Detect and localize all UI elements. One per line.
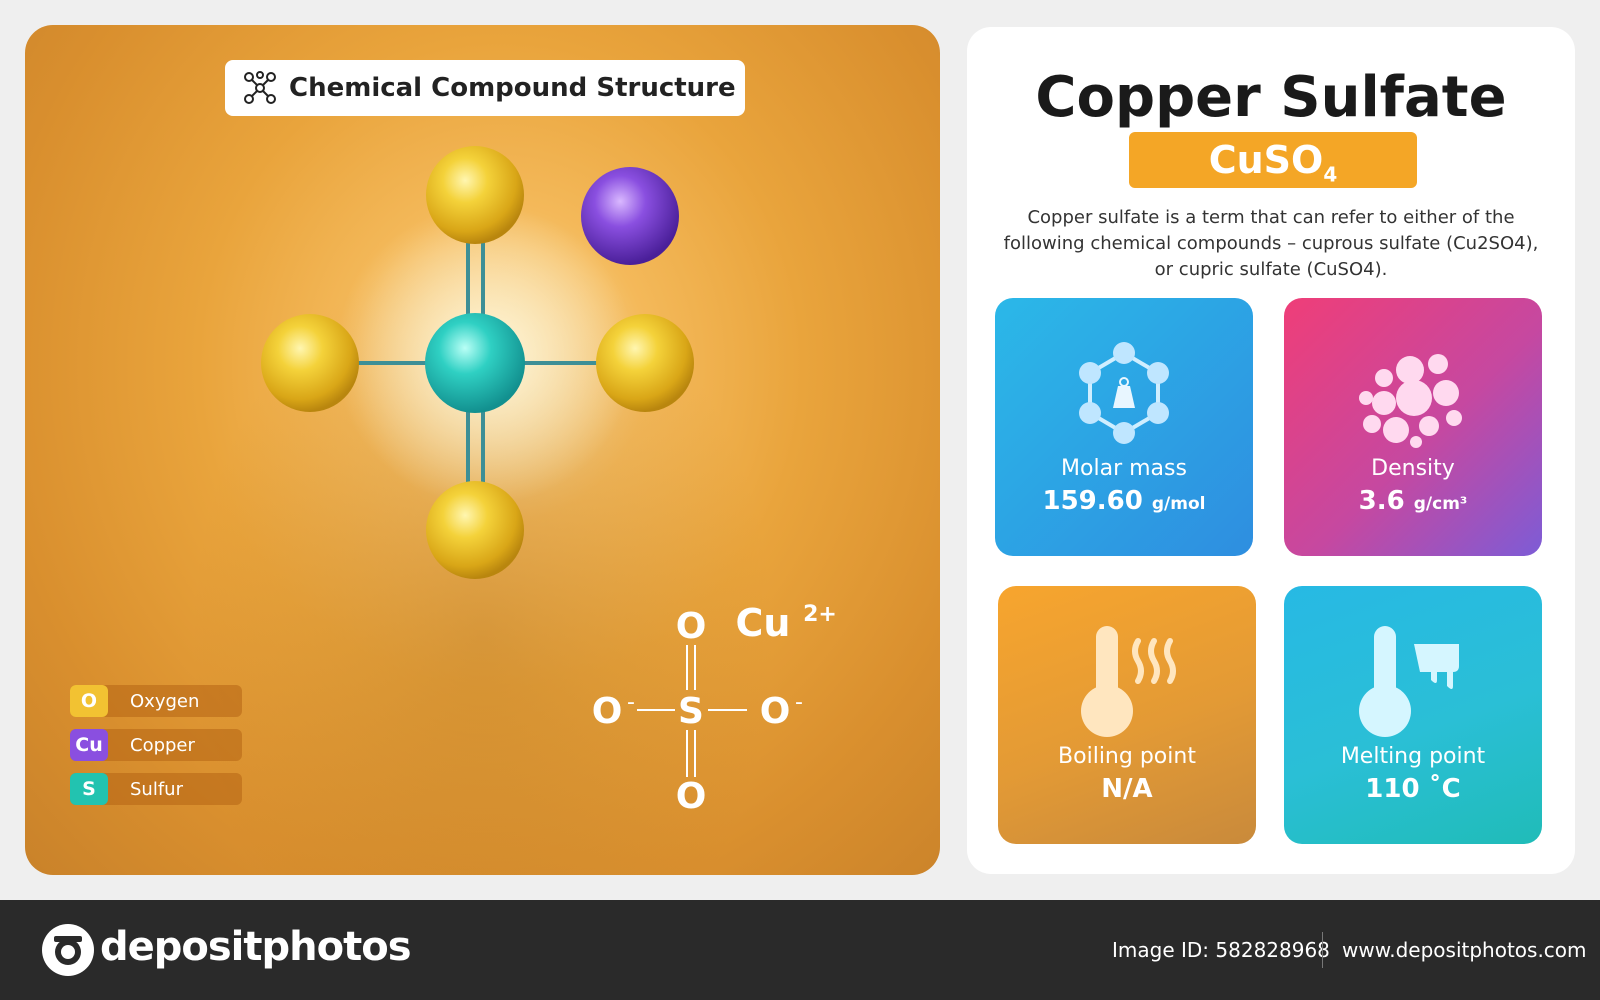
legend-item-copper: Cu Copper bbox=[70, 729, 242, 761]
legend-item-sulfur: S Sulfur bbox=[70, 773, 242, 805]
boiling-point-value: N/A bbox=[1101, 774, 1153, 804]
sulfur-atom bbox=[425, 313, 525, 413]
molar-mass-card: Molar mass 159.60 g/mol bbox=[995, 298, 1253, 556]
formula-main: CuSO bbox=[1208, 138, 1324, 182]
molecule-weight-icon bbox=[1079, 342, 1169, 444]
boiling-point-label: Boiling point bbox=[1058, 744, 1196, 769]
copper-atom bbox=[581, 167, 679, 265]
structure-header: Chemical Compound Structure bbox=[225, 60, 745, 116]
image-id: Image ID: 582828968 bbox=[1112, 938, 1330, 962]
oxygen-atom-left bbox=[261, 314, 359, 412]
formula-badge: CuSO4 bbox=[1129, 132, 1417, 188]
particles-icon bbox=[1359, 354, 1462, 448]
legend-item-oxygen: O Oxygen bbox=[70, 685, 242, 717]
molar-mass-value: 159.60 g/mol bbox=[995, 486, 1253, 516]
footer-divider bbox=[1322, 932, 1323, 968]
formula-oxygen-bottom: O bbox=[676, 776, 707, 817]
density-unit: g/cm³ bbox=[1413, 494, 1468, 514]
oxygen-atom-right bbox=[596, 314, 694, 412]
legend-symbol: S bbox=[70, 773, 108, 805]
ball-stick-model bbox=[261, 146, 694, 579]
structural-formula: Cu 2+ O O O O S - - bbox=[592, 601, 837, 817]
ion-symbol: Cu bbox=[736, 601, 791, 645]
molar-mass-label: Molar mass bbox=[1061, 456, 1187, 481]
brand-name: depositphotos bbox=[100, 924, 412, 970]
ion-charge: 2+ bbox=[803, 602, 837, 627]
molar-mass-unit: g/mol bbox=[1151, 494, 1206, 514]
structure-title: Chemical Compound Structure bbox=[289, 73, 736, 103]
density-value: 3.6 g/cm³ bbox=[1284, 486, 1542, 516]
compound-name: Copper Sulfate bbox=[1035, 65, 1507, 130]
boiling-point-card: Boiling point N/A bbox=[998, 586, 1256, 844]
legend-label: Oxygen bbox=[130, 690, 200, 712]
formula-oxygen-left: O bbox=[592, 691, 623, 732]
density-label: Density bbox=[1371, 456, 1455, 481]
camera-logo-icon bbox=[42, 924, 94, 976]
formula-sulfur: S bbox=[678, 691, 704, 732]
oxygen-atom-bottom bbox=[426, 481, 524, 579]
melting-point-label: Melting point bbox=[1340, 744, 1486, 769]
formula-oxygen-right: O bbox=[760, 691, 791, 732]
thermometer-heat-icon bbox=[1081, 626, 1176, 737]
watermark-footer: depositphotos Image ID: 582828968 www.de… bbox=[0, 900, 1600, 1000]
structure-panel: Chemical Compound Structure bbox=[25, 25, 940, 875]
info-panel: Copper Sulfate CuSO4 Copper sulfate is a… bbox=[967, 27, 1575, 874]
right-charge: - bbox=[795, 690, 803, 715]
density-card: Density 3.6 g/cm³ bbox=[1284, 298, 1542, 556]
legend-label: Sulfur bbox=[130, 778, 183, 800]
melting-point-value: 110 ˚C bbox=[1365, 774, 1461, 804]
left-charge: - bbox=[627, 690, 635, 715]
formula-oxygen-top: O bbox=[676, 606, 707, 647]
density-number: 3.6 bbox=[1358, 486, 1405, 516]
legend-label: Copper bbox=[130, 734, 195, 756]
molecule-icon bbox=[244, 71, 276, 104]
compound-description: Copper sulfate is a term that can refer … bbox=[1003, 207, 1539, 280]
oxygen-atom-top bbox=[426, 146, 524, 244]
site-link[interactable]: www.depositphotos.com bbox=[1342, 938, 1587, 962]
element-legend: O Oxygen Cu Copper S Sulfur bbox=[70, 685, 242, 817]
legend-symbol: O bbox=[70, 685, 108, 717]
melting-point-card: Melting point 110 ˚C bbox=[1284, 586, 1542, 844]
thermometer-melt-icon bbox=[1359, 626, 1459, 737]
legend-symbol: Cu bbox=[70, 729, 108, 761]
molar-mass-number: 159.60 bbox=[1042, 486, 1143, 516]
formula-subscript: 4 bbox=[1323, 162, 1338, 187]
